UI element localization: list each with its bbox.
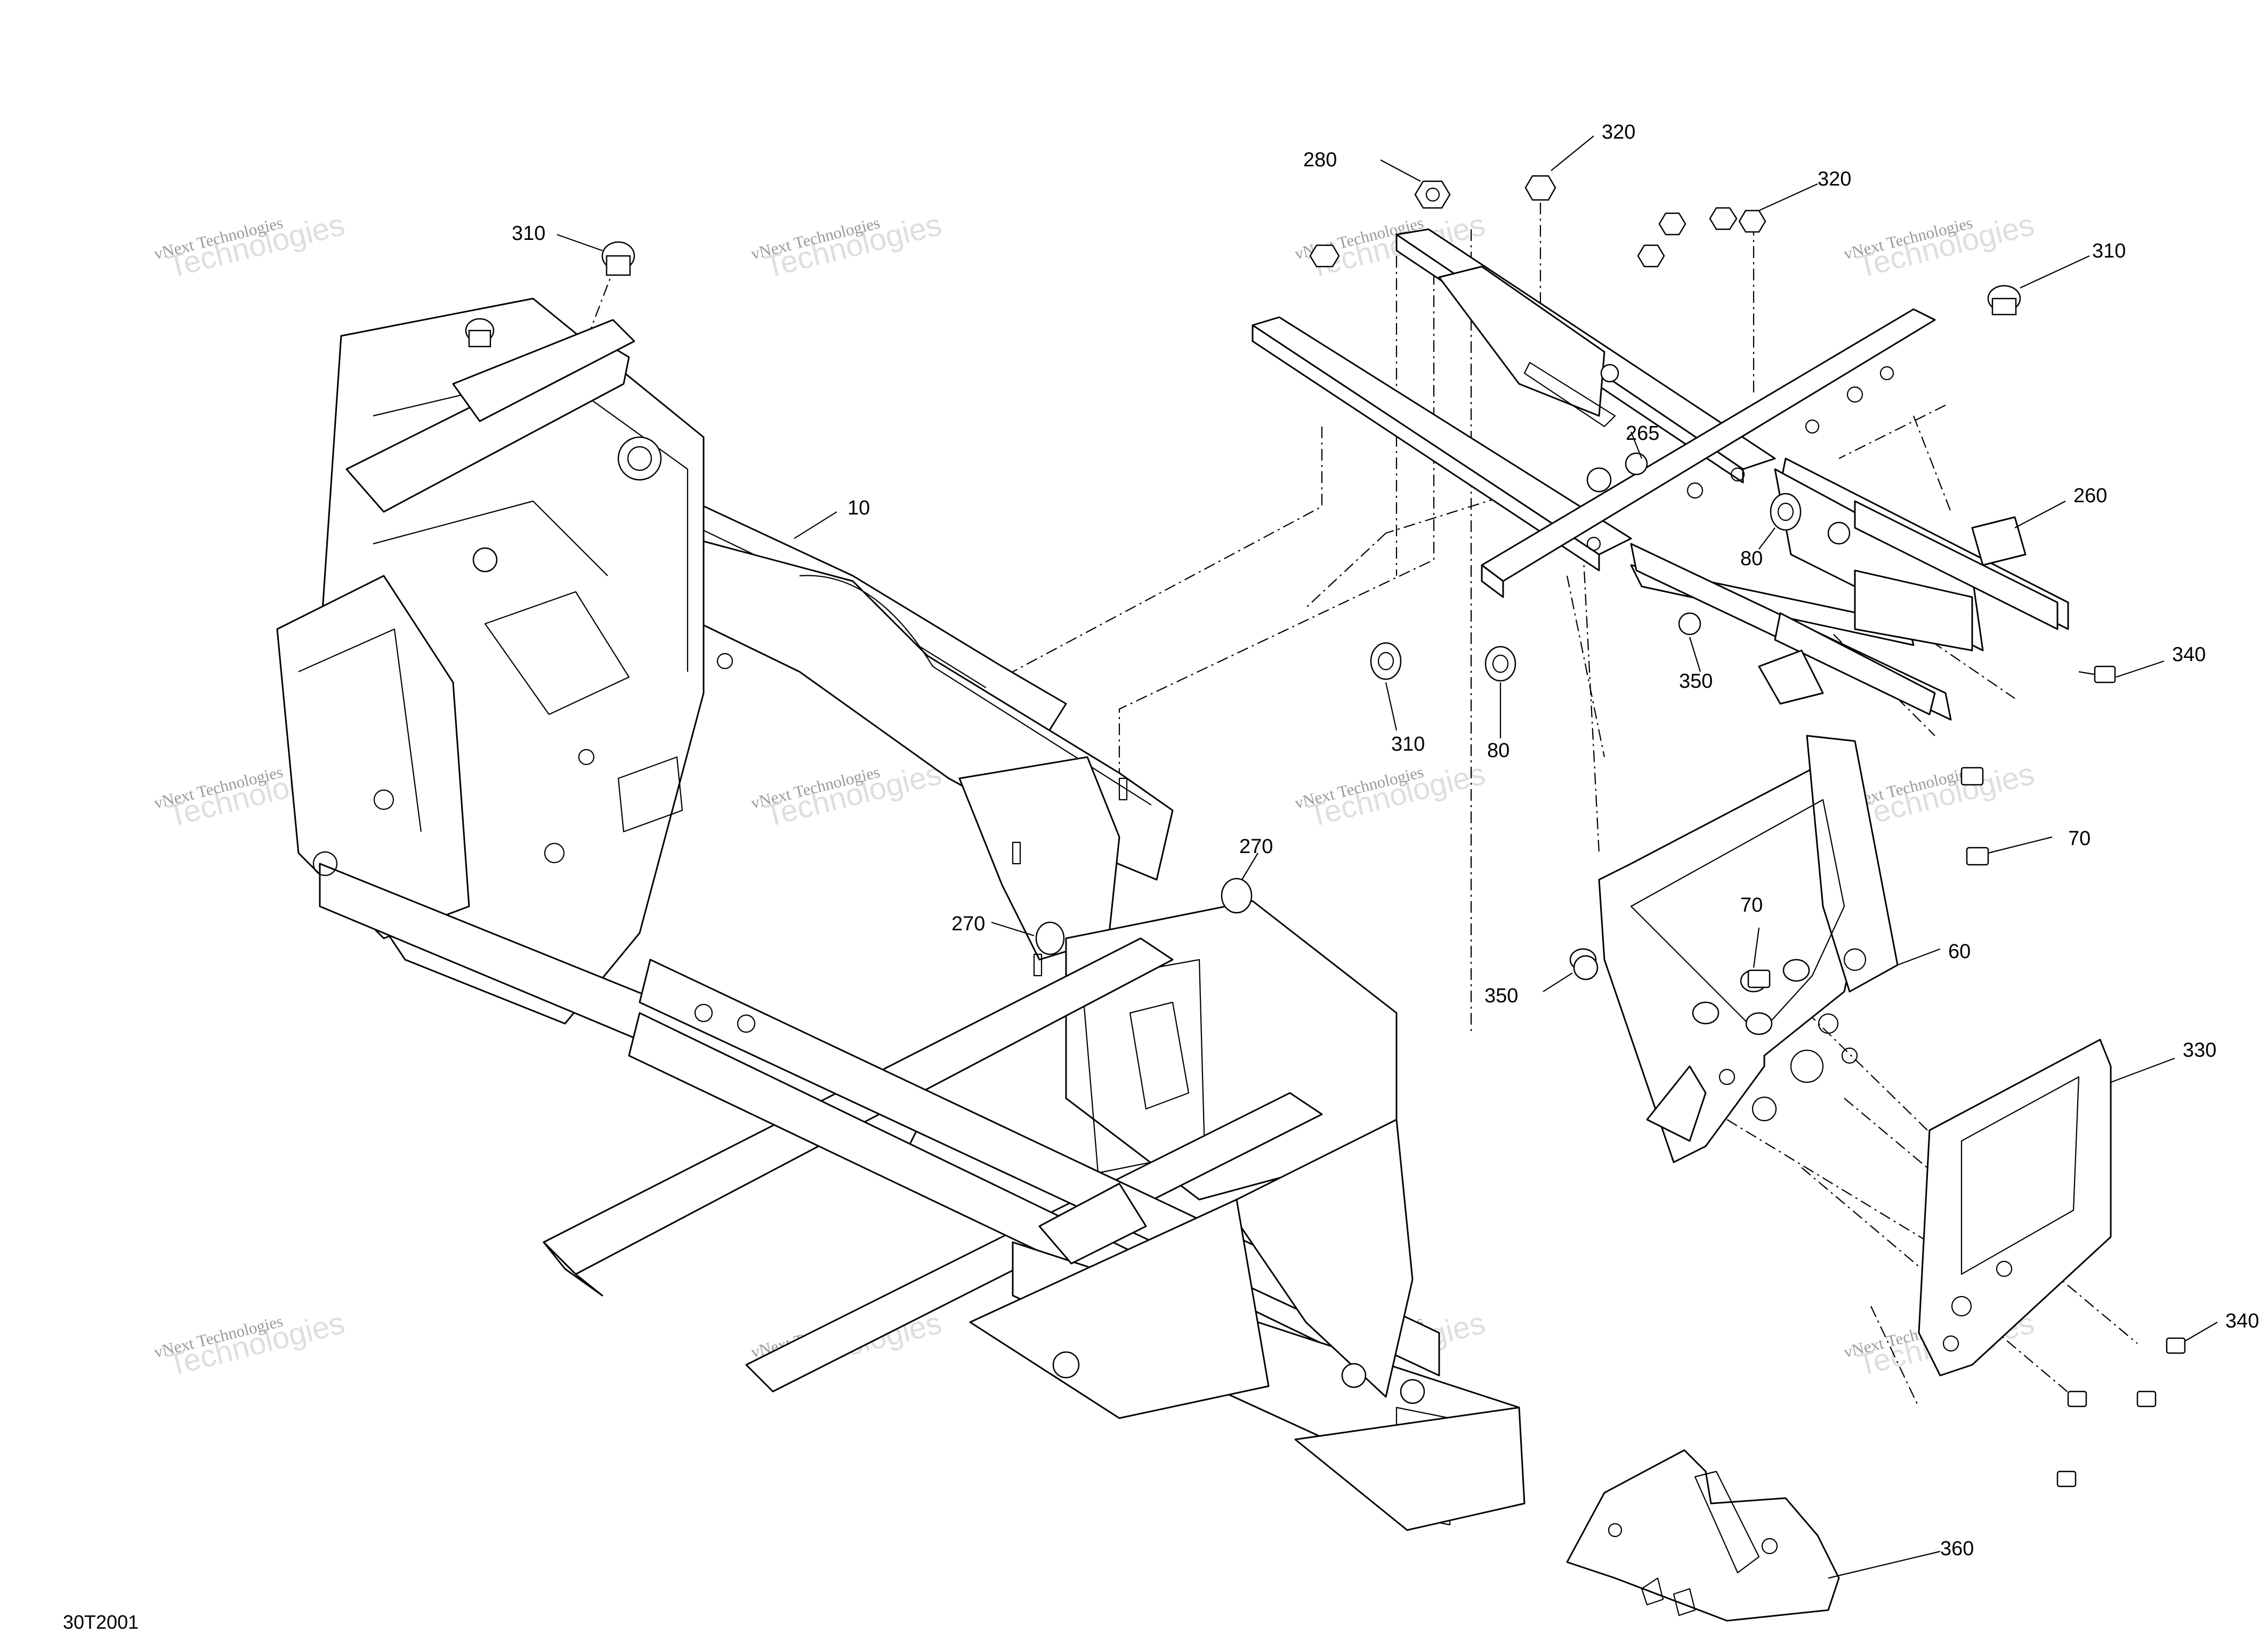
callout-310: 310: [2092, 240, 2126, 262]
hardware: [465, 175, 2186, 1487]
diagram-reference-code: 30T2001: [63, 1611, 139, 1633]
callout-60: 60: [1948, 940, 1971, 963]
skid-plate-360: [1566, 1449, 1840, 1622]
callout-260: 260: [2073, 485, 2107, 507]
leader-lines: [556, 135, 2218, 1579]
bracket-60: [1569, 735, 1899, 1163]
callout-320: 320: [1818, 168, 1851, 190]
callout-70: 70: [1740, 894, 1763, 916]
callout-265: 265: [1626, 422, 1659, 445]
callout-360: 360: [1940, 1538, 1974, 1560]
watermark: Technologies vNext Technologies: [152, 1306, 348, 1383]
watermark: Technologies vNext Technologies: [1842, 207, 2038, 285]
callout-70: 70: [2068, 827, 2091, 850]
callout-270: 270: [951, 913, 985, 935]
callout-80: 80: [1487, 739, 1510, 762]
callout-340: 340: [2225, 1310, 2259, 1332]
watermark: Technologies vNext Technologies: [749, 207, 945, 285]
callout-labels: 280 320 320 310 310 310 10 265 260 80 80…: [512, 121, 2259, 1560]
callout-280: 280: [1303, 149, 1337, 171]
rear-subframe: [1252, 228, 2069, 721]
callout-270: 270: [1239, 835, 1273, 858]
plate-330: [1918, 1039, 2112, 1377]
main-frame: [276, 297, 1526, 1531]
callout-350: 350: [1484, 985, 1518, 1007]
callout-80: 80: [1740, 548, 1763, 570]
callout-310: 310: [1391, 733, 1425, 755]
callout-320: 320: [1602, 121, 1635, 143]
callout-330: 330: [2183, 1039, 2216, 1061]
callout-310: 310: [512, 222, 545, 245]
watermark: Technologies vNext Technologies: [152, 207, 348, 285]
watermark: Technologies vNext Technologies: [1293, 757, 1489, 834]
callout-340: 340: [2172, 643, 2206, 666]
callout-350: 350: [1679, 670, 1713, 693]
watermark: Technologies vNext Technologies: [749, 757, 945, 834]
callout-10: 10: [848, 497, 870, 519]
